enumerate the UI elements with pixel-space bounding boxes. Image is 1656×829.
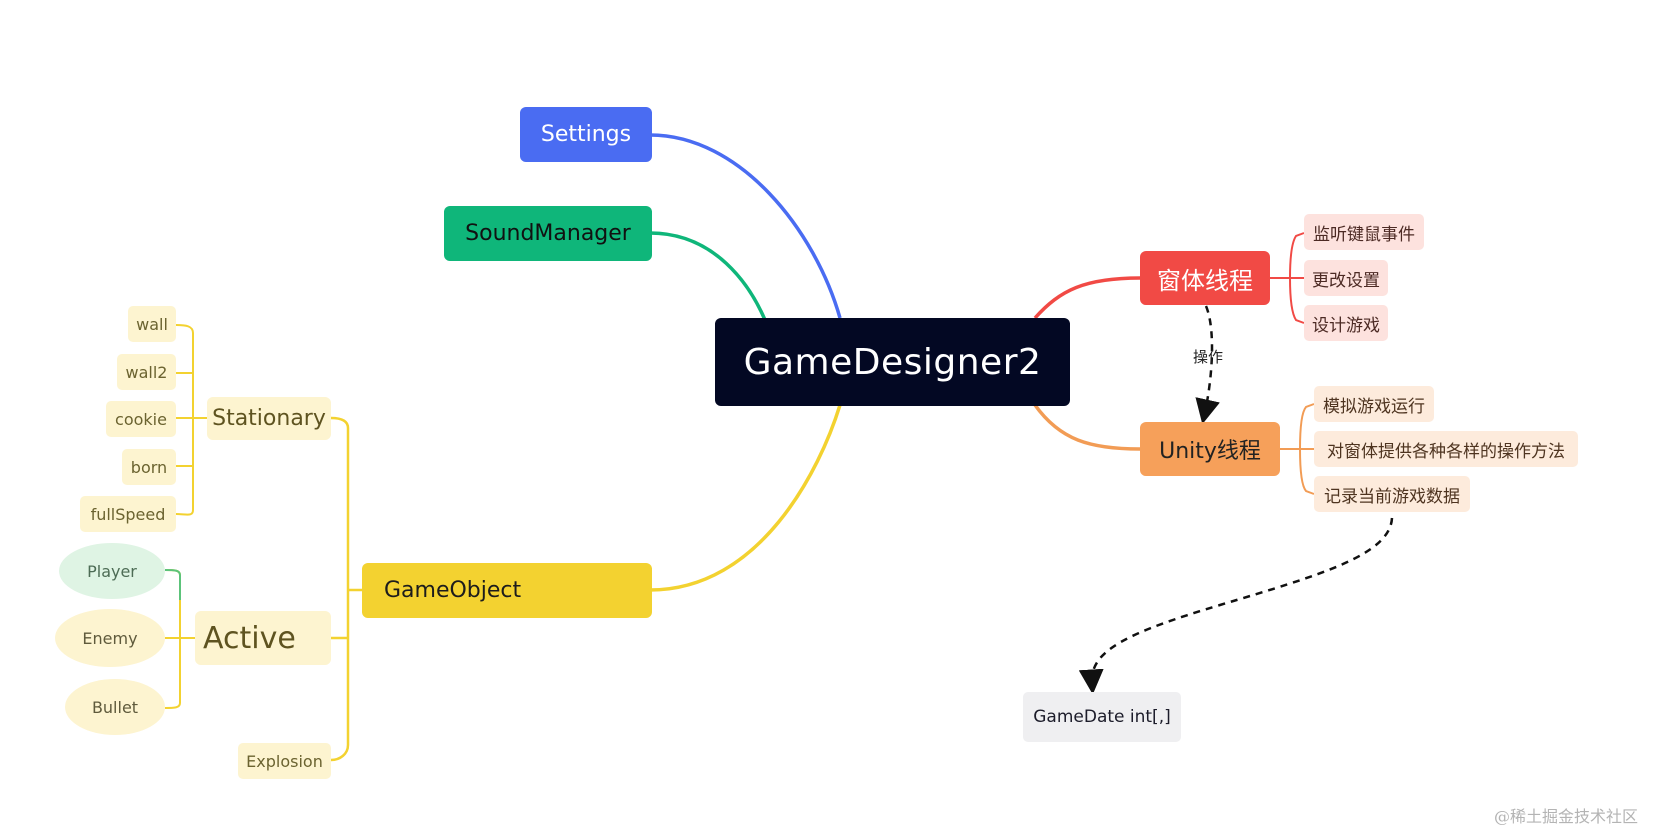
- operation-label: 操作: [1193, 348, 1224, 366]
- window-thread-node[interactable]: 窗体线程: [1140, 251, 1270, 305]
- stationary-item-fullspeed[interactable]: fullSpeed: [80, 496, 176, 532]
- edge-root-soundmanager: [649, 231, 767, 321]
- active-item-bullet[interactable]: Bullet: [65, 679, 165, 735]
- active-node[interactable]: Active: [195, 611, 331, 665]
- stationary-node[interactable]: Stationary: [207, 397, 331, 440]
- edge-root-unity-thread: [1033, 403, 1141, 451]
- stationary-item-wall[interactable]: wall: [128, 306, 176, 342]
- stationary-item-cookie[interactable]: cookie: [106, 401, 176, 437]
- edge-gameobject-children: [330, 416, 362, 762]
- unity-thread-node[interactable]: Unity线程: [1140, 422, 1280, 476]
- root-node[interactable]: GameDesigner2: [715, 318, 1070, 406]
- sound-manager-node[interactable]: SoundManager: [444, 206, 652, 261]
- explosion-node[interactable]: Explosion: [238, 743, 331, 779]
- stationary-item-born[interactable]: born: [122, 449, 176, 485]
- edge-operation-arrow: [1195, 305, 1220, 425]
- edge-unity-items: [1280, 403, 1315, 495]
- unity-item-simulate[interactable]: 模拟游戏运行: [1314, 386, 1434, 422]
- edge-root-window-thread: [1033, 276, 1141, 320]
- settings-node[interactable]: Settings: [520, 107, 652, 162]
- window-item-listen[interactable]: 监听键鼠事件: [1304, 214, 1424, 250]
- unity-item-operations[interactable]: 对窗体提供各种各样的操作方法: [1314, 431, 1578, 467]
- window-item-settings[interactable]: 更改设置: [1304, 260, 1388, 296]
- stationary-item-wall2[interactable]: wall2: [117, 354, 176, 390]
- unity-item-record[interactable]: 记录当前游戏数据: [1314, 476, 1470, 512]
- edge-root-settings: [649, 133, 842, 319]
- active-item-enemy[interactable]: Enemy: [55, 609, 165, 667]
- watermark: @稀土掘金技术社区: [1494, 807, 1639, 826]
- window-item-design[interactable]: 设计游戏: [1304, 305, 1388, 341]
- game-data-node[interactable]: GameDate int[,]: [1023, 692, 1181, 742]
- active-item-player[interactable]: Player: [59, 543, 165, 599]
- edge-gamedata-arrow: [1078, 517, 1394, 695]
- edge-stationary-children: [175, 324, 207, 516]
- gameobject-node[interactable]: GameObject: [362, 563, 652, 618]
- edge-window-items: [1270, 232, 1305, 324]
- edge-root-gameobject: [649, 404, 842, 592]
- edge-active-player-green: [164, 569, 181, 600]
